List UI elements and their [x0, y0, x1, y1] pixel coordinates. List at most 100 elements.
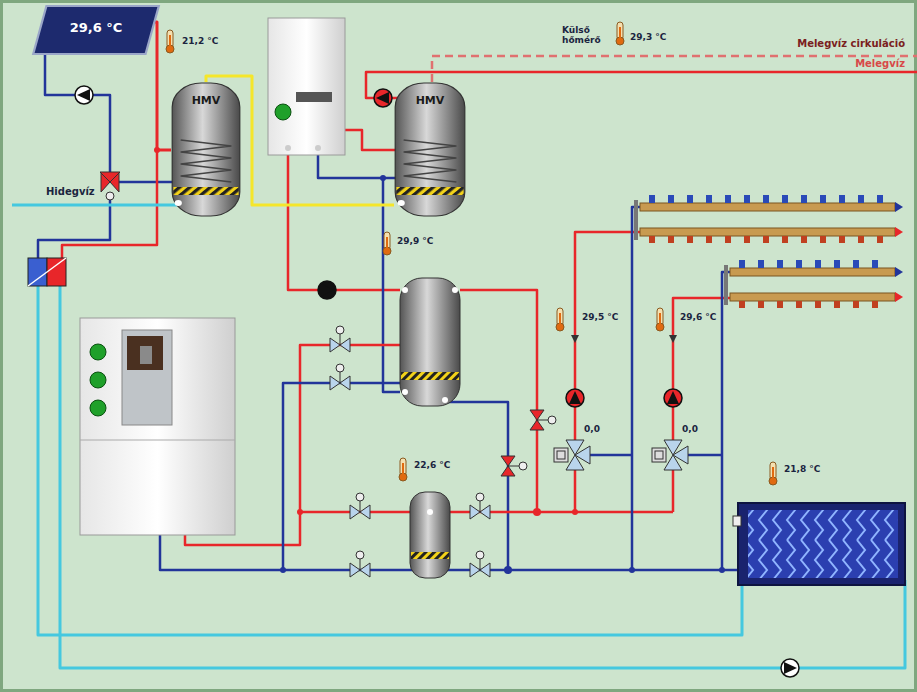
pipe-junction	[297, 509, 303, 515]
heat-pump	[127, 336, 163, 370]
pipe-junction	[280, 567, 286, 573]
temperature-reading: 0,0	[682, 424, 698, 434]
buffer-tank	[400, 278, 460, 406]
floor-heating-manifold	[839, 236, 845, 243]
tank-body	[396, 187, 463, 195]
thermometer	[556, 308, 564, 331]
pipe	[118, 181, 177, 184]
heat-exchanger	[28, 258, 66, 286]
circulation-pump	[664, 389, 682, 407]
thermometer	[166, 30, 174, 53]
flow-arrow	[571, 335, 579, 343]
three-way-valve	[100, 172, 120, 182]
motor-valve	[336, 364, 344, 372]
gas-boiler	[285, 145, 291, 151]
heat-pump	[90, 400, 106, 416]
gas-boiler	[268, 18, 345, 155]
floor-heating-manifold	[687, 195, 693, 203]
tank-body	[398, 200, 405, 206]
pipe	[345, 130, 400, 150]
heat-pump	[140, 346, 152, 364]
tank-label: HMV	[394, 94, 466, 107]
pool	[733, 516, 741, 526]
buffer-tank	[402, 389, 408, 395]
mixing-valve	[575, 446, 590, 464]
hydraulic-separator	[410, 492, 450, 578]
hydraulic-separator	[427, 509, 433, 515]
pipe	[799, 580, 905, 668]
tank-label: HMV	[171, 94, 241, 107]
motor-valve	[340, 333, 341, 345]
buffer-tank	[400, 278, 460, 406]
floor-heating-manifold	[649, 195, 655, 203]
solar-collector: 29,6 °C	[31, 4, 161, 56]
motor-valve	[548, 416, 556, 424]
floor-heating-manifold	[668, 195, 674, 203]
pipe	[450, 511, 537, 514]
circulation-pump	[321, 284, 334, 296]
three-way-valve	[100, 172, 120, 200]
motor-valve	[330, 326, 350, 352]
motor-valve	[336, 326, 344, 334]
motor-valve	[360, 500, 361, 512]
floor-heating-manifold	[640, 203, 895, 211]
pipe	[160, 535, 742, 570]
floor-heating-manifold	[758, 301, 764, 308]
pipe	[537, 470, 673, 512]
motor-valve	[356, 493, 364, 501]
pipe-label: Külső hőmérő	[562, 25, 614, 46]
hydraulic-separator	[411, 552, 449, 559]
pipe-junction	[572, 509, 578, 515]
floor-heating-manifold	[801, 195, 807, 203]
temperature-reading: 0,0	[584, 424, 600, 434]
pipe-junction	[629, 567, 635, 573]
floor-heating-manifold	[725, 195, 731, 203]
pipe	[590, 207, 640, 570]
thermometer	[616, 22, 624, 45]
heat-pump	[80, 318, 235, 535]
motor-valve	[350, 551, 370, 577]
pipe	[318, 155, 400, 178]
circulation-pump	[781, 659, 799, 677]
symbols	[75, 22, 799, 677]
thermometer	[402, 463, 404, 475]
temperature-reading: 21,2 °C	[182, 36, 218, 46]
floor-heating-manifold	[815, 301, 821, 308]
floor-heating-manifold	[668, 236, 674, 243]
pipe	[38, 192, 110, 258]
floor-heating-manifold	[815, 260, 821, 268]
pipe	[432, 56, 917, 82]
heat-exchanger	[47, 258, 66, 286]
floor-heating-manifold	[763, 236, 769, 243]
floor-heating-manifold	[872, 260, 878, 268]
motor-valve	[519, 462, 527, 470]
temperature-reading: 29,3 °C	[630, 32, 666, 42]
floor-heating-manifold	[895, 227, 903, 237]
buffer-tank	[452, 287, 458, 293]
motor-valve	[476, 551, 484, 559]
floor-heating-manifold	[730, 293, 895, 301]
pool	[733, 503, 905, 585]
floor-heating-manifold	[796, 260, 802, 268]
heat-pump	[80, 318, 235, 535]
pipe-junction	[504, 566, 512, 574]
floor-heating-manifold	[853, 301, 859, 308]
floor-heating-manifold	[730, 268, 895, 276]
motor-valve	[470, 551, 490, 577]
buffer-tank	[402, 287, 408, 293]
temperature-reading: 29,9 °C	[397, 236, 433, 246]
mixing-valve	[673, 446, 688, 464]
tank-body	[173, 187, 238, 195]
mixing-valve	[652, 440, 688, 470]
circulation-pump	[374, 89, 392, 107]
motor-valve	[360, 558, 361, 570]
hot-water-tank: HMV	[394, 82, 466, 217]
floor-heating-manifold	[724, 265, 728, 305]
circulation-pump	[664, 389, 682, 407]
tank-body	[404, 140, 457, 182]
thermometer	[772, 467, 774, 479]
motor-valve	[530, 410, 556, 430]
temperature-reading: 22,6 °C	[414, 460, 450, 470]
floor-heating-manifold	[782, 236, 788, 243]
motor-valve	[340, 371, 341, 383]
